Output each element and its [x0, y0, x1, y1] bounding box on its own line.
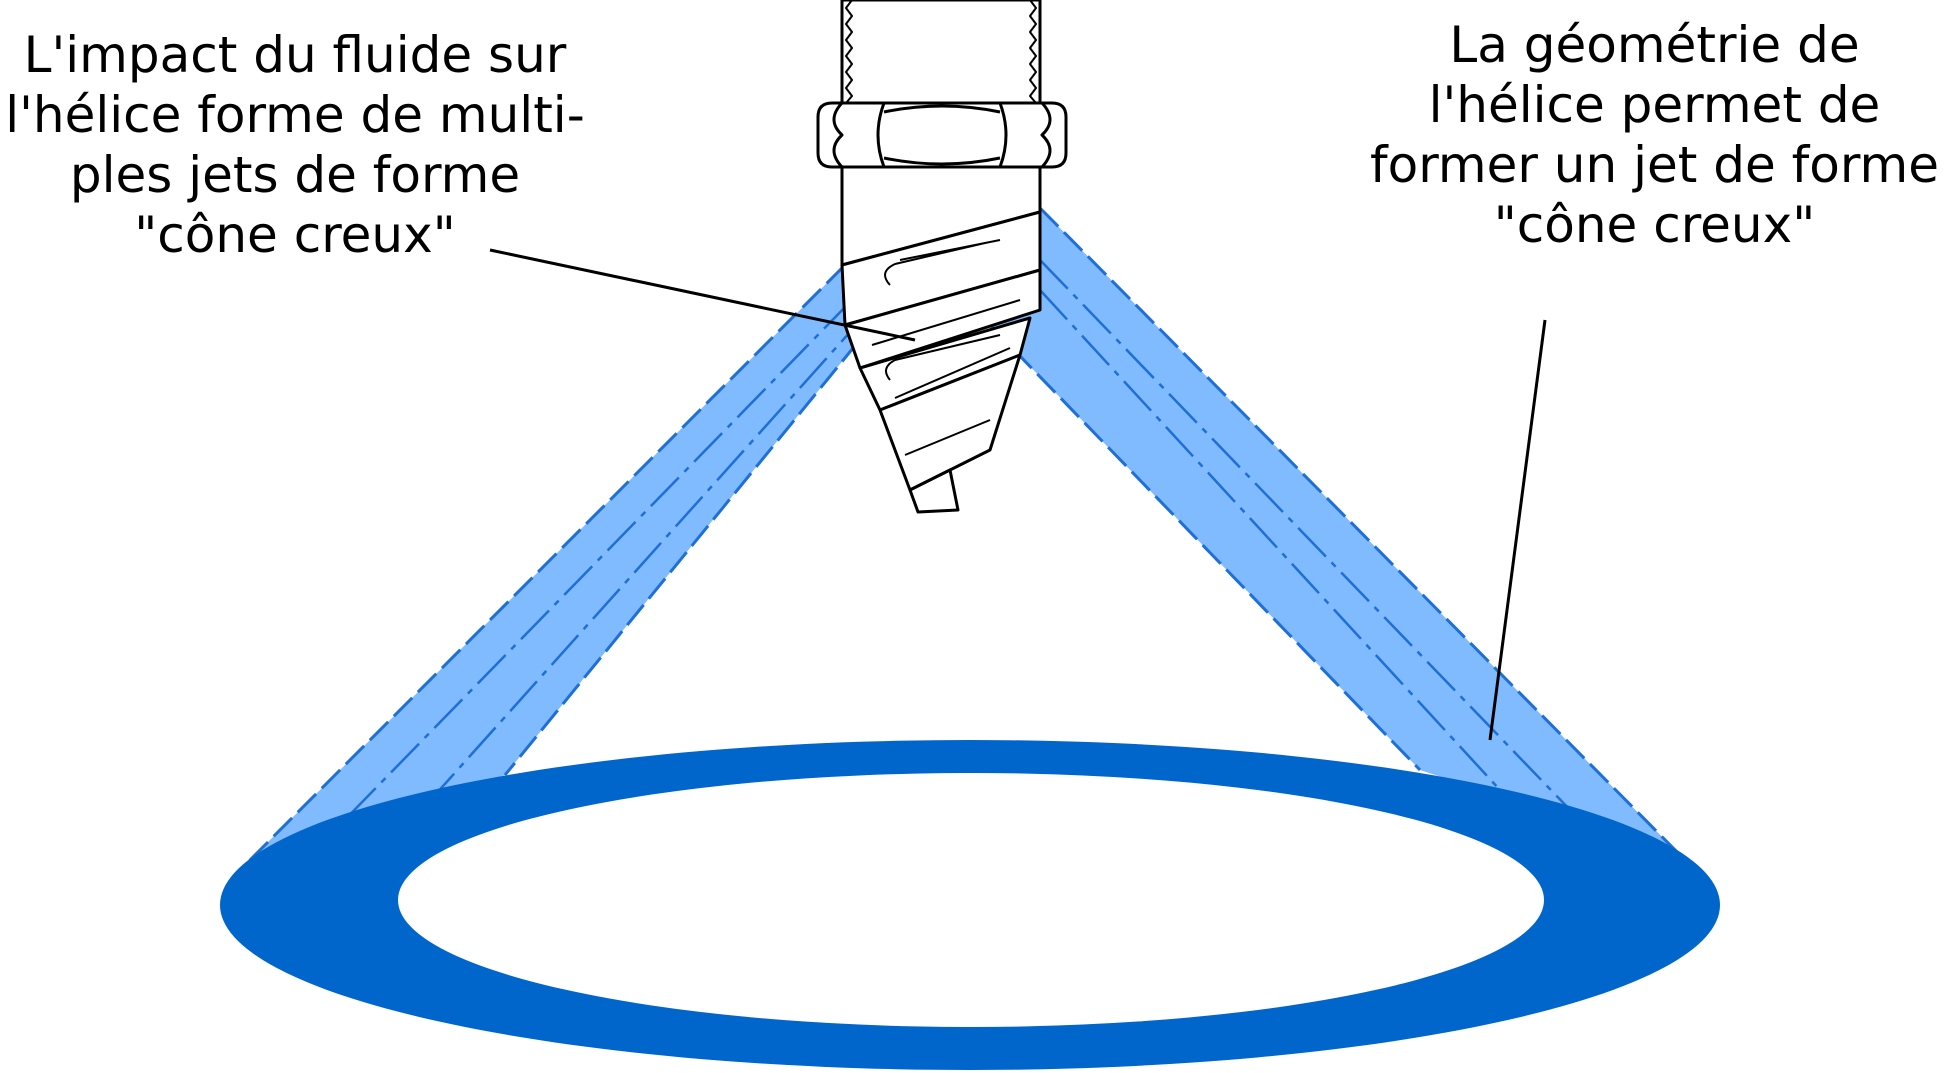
annotation-left-line: L'impact du fluide sur	[23, 26, 567, 84]
nozzle-helix	[840, 210, 1042, 514]
annotation-right-line: La géométrie de	[1449, 16, 1860, 74]
right-leader-line	[1488, 319, 1547, 741]
annotation-left-line: ples jets de forme	[69, 146, 521, 204]
left-jet-dashline-1	[329, 299, 853, 836]
right-spray-jet	[988, 206, 1682, 857]
annotation-left: L'impact du fluide sur l'hélice forme de…	[0, 25, 590, 265]
left-jet-dashline-2	[434, 311, 869, 796]
nozzle-hex-nut	[816, 101, 1068, 169]
annotation-left-line: "cône creux"	[134, 206, 456, 264]
right-jet-dashline-1	[1039, 259, 1576, 816]
left-spray-jet	[243, 263, 882, 867]
nozzle-thread	[840, 0, 1042, 105]
hollow-cone-ring	[220, 740, 1720, 1070]
annotation-right-line: "cône creux"	[1493, 196, 1816, 254]
annotation-right-line: l'hélice permet de	[1428, 76, 1881, 134]
left-jet-band	[245, 265, 880, 865]
annotation-left-line: l'hélice forme de multi-	[5, 86, 585, 144]
spray-nozzle	[816, 0, 1068, 514]
annotation-right: La géométrie de l'hélice permet de forme…	[1350, 15, 1959, 255]
right-jet-edge-outer	[1038, 206, 1682, 857]
annotation-right-line: former un jet de forme	[1370, 136, 1939, 194]
right-jet-band	[990, 208, 1680, 855]
left-jet-edge-outer	[243, 263, 847, 867]
right-jet-dashline-2	[1039, 289, 1501, 791]
left-leader-line	[489, 248, 916, 342]
right-jet-edge-inner	[988, 323, 1422, 772]
left-jet-edge-inner	[503, 314, 882, 776]
